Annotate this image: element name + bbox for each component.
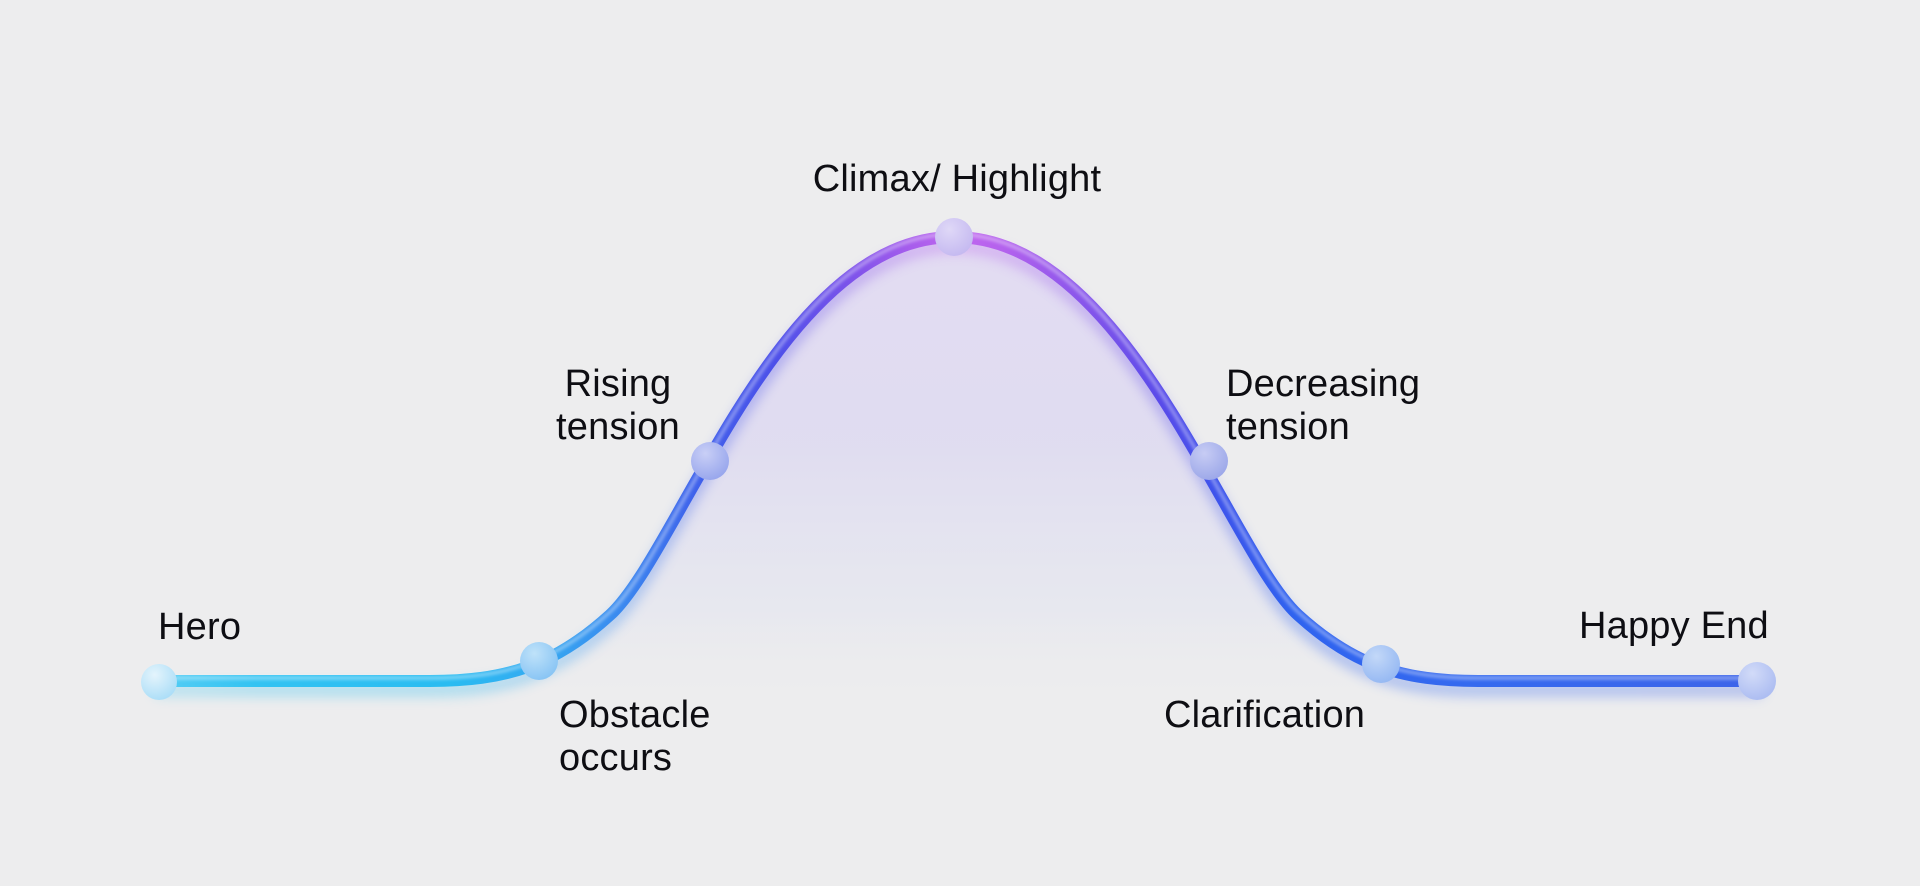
point-rising (691, 442, 729, 480)
point-decreasing (1190, 442, 1228, 480)
point-clarification (1362, 645, 1400, 683)
label-clarification: Clarification (1164, 694, 1366, 736)
label-happy-end: Happy End (1579, 605, 1769, 647)
label-rising-tension: Rising tension (556, 363, 680, 448)
point-climax (935, 218, 973, 256)
point-happy-end (1738, 662, 1776, 700)
point-hero (141, 664, 177, 700)
label-decreasing-tension: Decreasing tension (1226, 363, 1421, 448)
label-hero: Hero (158, 606, 242, 648)
under-curve-fill (430, 243, 1478, 687)
label-climax-highlight: Climax/ Highlight (812, 158, 1102, 200)
label-obstacle-occurs: Obstacle occurs (559, 694, 711, 779)
point-obstacle (520, 642, 558, 680)
